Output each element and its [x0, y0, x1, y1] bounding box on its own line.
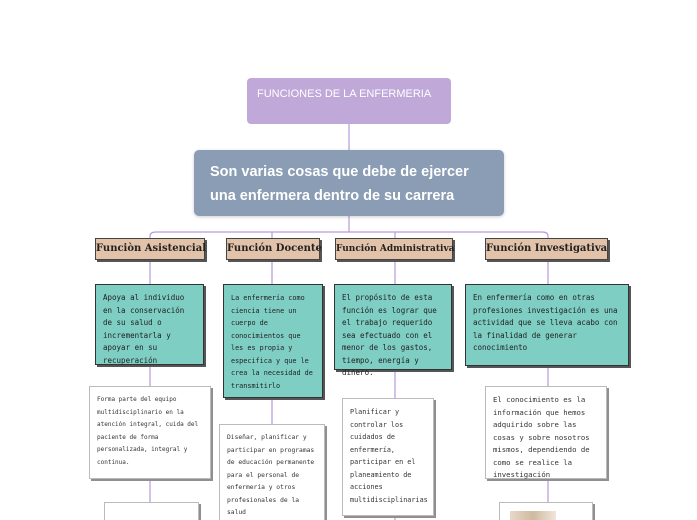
category-asistencial[interactable]: Funciòn Asistencial: [95, 238, 206, 260]
docente-detail-node[interactable]: Diseñar, planificar y participar en prog…: [219, 424, 325, 520]
asistencial-next-node[interactable]: [104, 502, 199, 520]
category-administrativa[interactable]: Función Administrativa: [335, 238, 455, 260]
administrativa-detail-node[interactable]: Planificar y controlar los cuidados de e…: [342, 398, 434, 516]
administrativa-main-node[interactable]: El propósito de esta función es lograr q…: [334, 284, 452, 377]
asistencial-main-node[interactable]: Apoya al individuo en la conservación de…: [95, 284, 204, 365]
asistencial-detail-node[interactable]: Forma parte del equipo multidisciplinari…: [89, 386, 211, 479]
investigativa-detail-node[interactable]: El conocimiento es la información que he…: [485, 386, 607, 479]
central-topic[interactable]: FUNCIONES DE LA ENFERMERIA: [247, 78, 451, 124]
investigativa-main-node[interactable]: En enfermería como en otras profesiones …: [465, 284, 629, 366]
subtopic-node[interactable]: Son varias cosas que debe de ejercer una…: [194, 150, 504, 216]
docente-main-node[interactable]: La enfermería como ciencia tiene un cuer…: [223, 284, 323, 398]
category-investigativa[interactable]: Función Investigativa: [485, 238, 608, 260]
category-docente[interactable]: Función Docente: [226, 238, 322, 260]
image-thumbnail: [510, 511, 556, 520]
